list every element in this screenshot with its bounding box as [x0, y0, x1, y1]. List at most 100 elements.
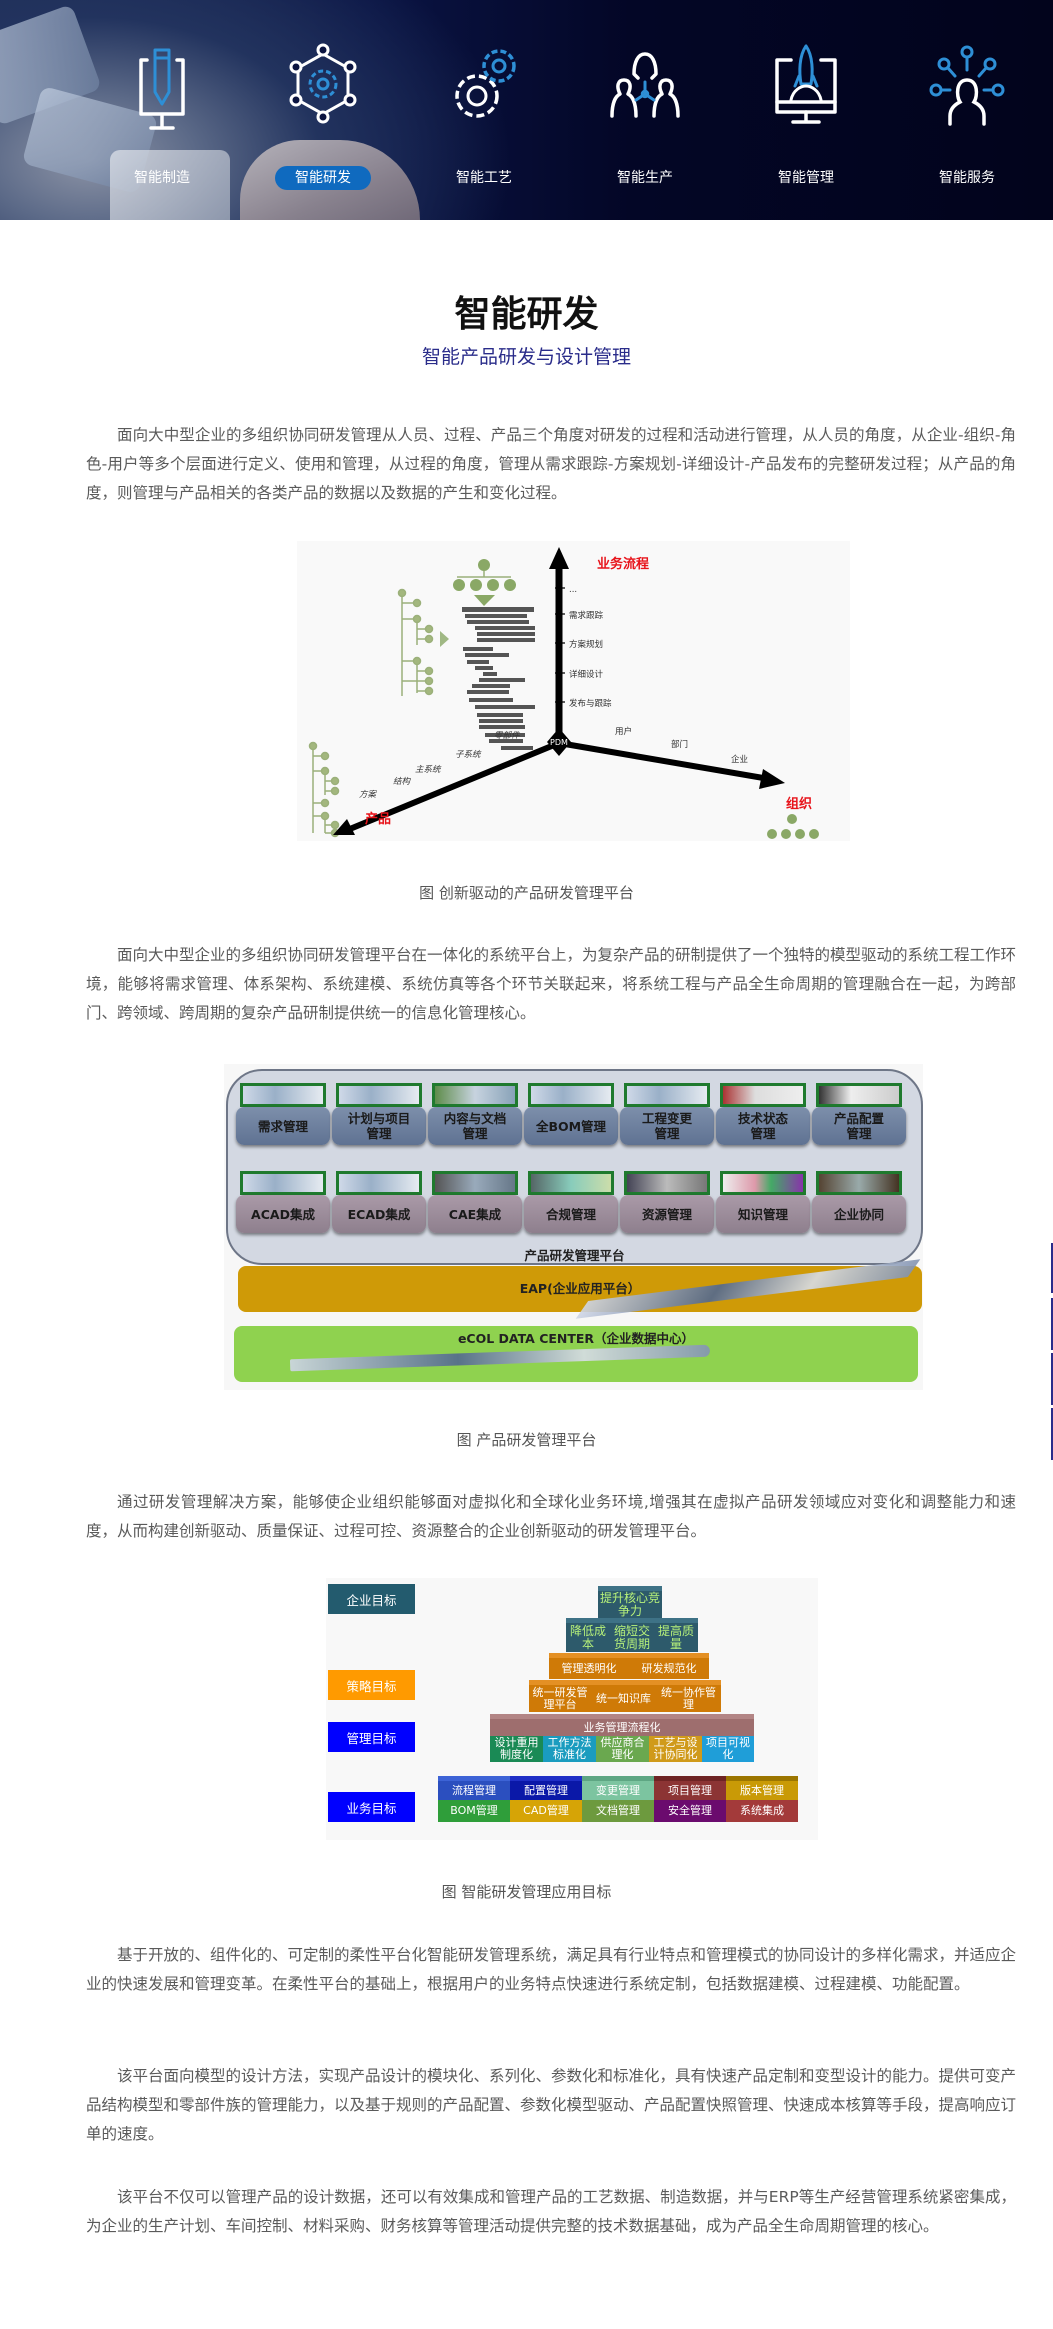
module-engineering-change: 工程变更管理: [620, 1083, 714, 1145]
paragraph-solution: 通过研发管理解决方案，能够使企业组织能够面对虚拟化和全球化业务环境,增强其在虚拟…: [86, 1493, 1016, 1540]
module-label: 资源管理: [620, 1195, 714, 1233]
org-tick-label: 用户: [615, 726, 632, 737]
module-thumbnail: [624, 1083, 710, 1107]
goal-block: 统一研发管理平台: [529, 1680, 591, 1712]
figure2-caption: 图 产品研发管理平台: [456, 1431, 597, 1449]
module-tech-status: 技术状态管理: [716, 1083, 810, 1145]
module-content-docs: 内容与文档管理: [428, 1083, 522, 1145]
module-bom: 全BOM管理: [524, 1083, 618, 1145]
eap-label: EAP(企业应用平台）: [519, 1281, 641, 1296]
module-label: 计划与项目管理: [332, 1107, 426, 1145]
module-ecad: ECAD集成: [332, 1171, 426, 1233]
goal-label-enterprise: 企业目标: [328, 1584, 415, 1614]
module-label: 合规管理: [524, 1195, 618, 1233]
management-block: 项目可视化: [702, 1736, 754, 1762]
process-tick-label: 方案规划: [569, 639, 603, 650]
nav-label-active: 智能研发: [275, 166, 371, 190]
nav-label: 智能生产: [617, 170, 673, 186]
module-label: ACAD集成: [236, 1195, 330, 1233]
floating-sidebar-tab[interactable]: [1051, 1243, 1053, 1293]
category-nav: 智能制造 智能研发 智能工: [0, 0, 1053, 220]
data-center-label: eCOL DATA CENTER（企业数据中心）: [457, 1331, 695, 1346]
nav-item-smart-service[interactable]: 智能服务: [907, 40, 1027, 200]
module-label: 企业协同: [812, 1195, 906, 1233]
module-knowledge: 知识管理: [716, 1171, 810, 1233]
goal-block-competitiveness: 提升核心竞争力: [598, 1586, 662, 1618]
figure-innovation-rd-platform: ... 需求跟踪 方案规划 详细设计 发布与跟踪 用户 部门 企业 零部件 子系…: [297, 541, 850, 841]
org-chart-graphic-top: [440, 559, 516, 647]
paragraph-flexible-platform: 基于开放的、组件化的、可定制的柔性平台化智能研发管理系统，满足具有行业特点和管理…: [86, 1946, 1017, 1993]
org-chart-graphic-bottom: [767, 814, 819, 839]
module-label: 工程变更管理: [620, 1107, 714, 1145]
module-label: 技术状态管理: [716, 1107, 810, 1145]
module-resource: 资源管理: [620, 1171, 714, 1233]
hero-banner: 智能制造 智能研发 智能工: [0, 0, 1053, 220]
floating-sidebar-tab[interactable]: [1051, 1298, 1053, 1350]
module-thumbnail: [528, 1171, 614, 1195]
module-cae: CAE集成: [428, 1171, 522, 1233]
module-thumbnail: [816, 1083, 902, 1107]
process-tick-label: 发布与跟踪: [569, 698, 612, 709]
floating-sidebar-tab[interactable]: [1051, 1408, 1053, 1460]
business-block: 配置管理: [510, 1776, 582, 1800]
product-tick-label: 结构: [393, 776, 412, 787]
business-block: 文档管理: [582, 1800, 654, 1822]
module-thumbnail: [432, 1171, 518, 1195]
module-label: CAE集成: [428, 1195, 522, 1233]
module-compliance: 合规管理: [524, 1171, 618, 1233]
monitor-pencil-icon: [139, 48, 185, 130]
nav-label: 智能管理: [778, 170, 834, 186]
management-bar: 业务管理流程化: [490, 1714, 754, 1736]
org-tick-label: 部门: [671, 739, 688, 750]
module-label: 需求管理: [236, 1107, 330, 1145]
goal-label-business: 业务目标: [328, 1792, 415, 1822]
figure3-caption: 图 智能研发管理应用目标: [441, 1883, 612, 1901]
module-thumbnail: [720, 1083, 806, 1107]
axis-label-process: 业务流程: [597, 556, 649, 572]
platform-label: 产品研发管理平台: [524, 1248, 625, 1263]
goal-block: 降低成本: [566, 1618, 610, 1652]
business-block: 项目管理: [654, 1776, 726, 1800]
business-block: 变更管理: [582, 1776, 654, 1800]
nav-item-smart-manufacturing[interactable]: 智能制造: [102, 40, 222, 200]
module-thumbnail: [528, 1083, 614, 1107]
business-block: CAD管理: [510, 1800, 582, 1822]
goal-label-strategy: 策略目标: [328, 1670, 415, 1700]
business-block: 系统集成: [726, 1800, 798, 1822]
module-label: 产品配置管理: [812, 1107, 906, 1145]
nav-item-smart-process[interactable]: 智能工艺: [424, 40, 544, 200]
management-block: 设计重用制度化: [490, 1736, 543, 1762]
tree-graphic-left-bottom: [308, 741, 340, 838]
gear-network-icon: [289, 43, 357, 124]
module-thumbnail: [432, 1083, 518, 1107]
axis-label-organization: 组织: [786, 796, 812, 812]
business-block: 版本管理: [726, 1776, 798, 1800]
module-thumbnail: [720, 1171, 806, 1195]
module-label: 内容与文档管理: [428, 1107, 522, 1145]
svg-text:PDM: PDM: [550, 738, 568, 747]
module-label: ECAD集成: [332, 1195, 426, 1233]
org-tick-label: 企业: [731, 754, 748, 765]
platform-container: 需求管理 计划与项目管理 内容与文档管理 全BOM管理 工程变更管理 技术状态管…: [226, 1069, 923, 1265]
process-tick-label: 需求跟踪: [569, 610, 604, 621]
pdm-center: PDM: [547, 728, 571, 756]
management-block: 供应商合理化: [596, 1736, 649, 1762]
module-thumbnail: [240, 1171, 326, 1195]
nav-item-smart-rd[interactable]: 智能研发: [263, 40, 383, 200]
floating-sidebar-tab[interactable]: [1051, 1353, 1053, 1405]
nav-item-smart-production[interactable]: 智能生产: [585, 40, 705, 200]
business-block: 安全管理: [654, 1800, 726, 1822]
twin-gears-icon: [455, 49, 516, 118]
nav-item-smart-management[interactable]: 智能管理: [746, 40, 866, 200]
axis-label-product: 产品: [365, 811, 391, 827]
paragraph-data-integration: 该平台不仅可以管理产品的设计数据，还可以有效集成和管理产品的工艺数据、制造数据，…: [86, 2188, 1016, 2235]
goal-block: 提高质量: [654, 1618, 698, 1652]
product-tick-label: 零部件: [494, 730, 521, 741]
axes: [333, 547, 785, 835]
figure-rd-management-platform: 需求管理 计划与项目管理 内容与文档管理 全BOM管理 工程变更管理 技术状态管…: [224, 1064, 923, 1390]
paragraph-model-design: 该平台面向模型的设计方法，实现产品设计的模块化、系列化、参数化和标准化，具有快速…: [86, 2067, 1017, 2143]
module-thumbnail: [336, 1171, 422, 1195]
process-tick-label: 详细设计: [569, 669, 604, 680]
module-thumbnail: [336, 1083, 422, 1107]
management-block: 工作方法标准化: [543, 1736, 596, 1762]
